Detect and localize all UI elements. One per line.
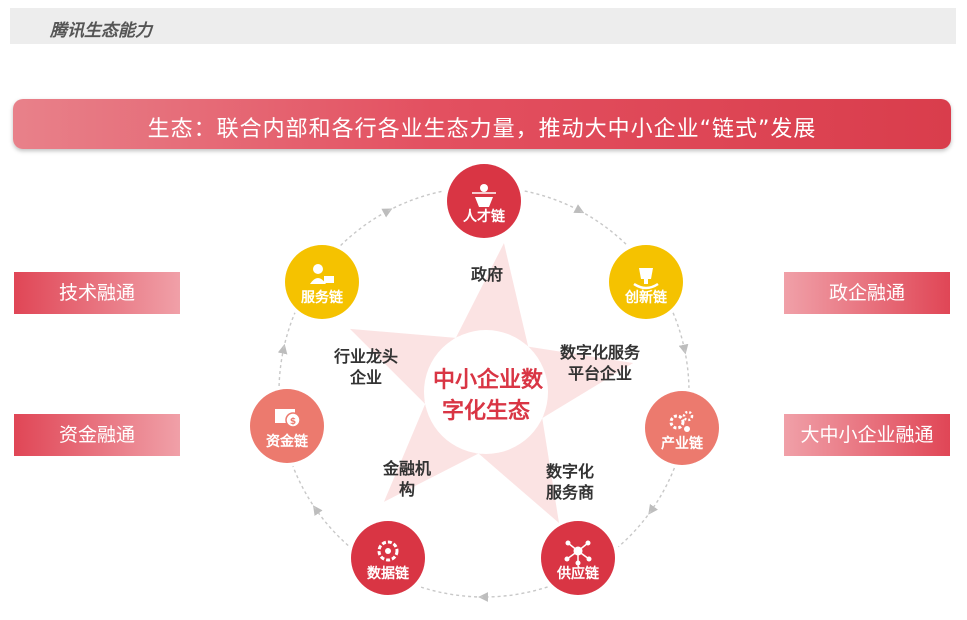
star-label-line: 行业龙头 [333,347,398,366]
node-label: 数据链 [367,565,410,582]
node-label: 创新链 [624,289,668,306]
service-person-icon [310,264,334,284]
data-gear-icon [377,540,399,562]
ring-arc [313,505,349,547]
chain-node: 创新链 [607,243,685,321]
left-label-tech: 技术融通 [14,272,180,314]
chain-node: 服务链 [283,243,361,321]
ring-arc [292,466,317,510]
chain-node: 数据链 [349,519,427,597]
star-label-line: 平台企业 [568,364,632,383]
node-circle [645,391,719,465]
header-bar: 腾讯生态能力 [10,8,956,44]
chain-node: 供应链 [539,519,617,597]
star-label-line: 数字化 [546,462,594,481]
center-line-1: 中小企业数 [433,367,544,393]
star-label-line: 金融机 [382,459,431,478]
center-label: 中小企业数 字化生态 [433,367,544,424]
ring-arc [579,210,628,246]
ring-arc [277,343,288,387]
star-shape [349,243,634,524]
chain-node: $ 资金链 [248,387,326,465]
star-label-line: 企业 [349,368,382,387]
ecosystem-banner: 生态：联合内部和各行各业生态力量，推动大中小企业“链式”发展 [13,99,951,149]
chain-node: 产业链 [643,389,721,467]
cycle-ring [277,190,690,602]
right-label-enterprise: 大中小企业融通 [784,414,950,456]
ring-arc [617,510,652,548]
right-label-gov: 政企融通 [784,272,950,314]
network-icon [564,540,592,566]
node-circle [250,389,324,463]
money-icon: $ [275,409,301,428]
star-center [424,330,548,454]
banner-text: 生态：联合内部和各行各业生态力量，推动大中小企业“链式”发展 [147,117,817,142]
center-line-2: 字化生态 [442,398,530,424]
node-label: 资金链 [266,433,309,450]
star-label-line: 数字化服务 [560,343,641,362]
ring-arc [672,312,689,355]
chain-node: 人才链 [445,162,523,240]
svg-text:$: $ [290,417,296,427]
star-label-line: 构 [399,480,415,499]
ring-arc [683,349,690,388]
star-label-line: 服务商 [546,483,594,502]
ring-arc [648,467,676,515]
talent-icon [472,184,496,207]
star-label-line: 政府 [471,265,503,284]
node-label: 供应链 [556,565,600,582]
node-label: 产业链 [661,435,704,452]
ring-arc [387,190,444,212]
node-label: 人才链 [463,208,506,225]
ring-arc [418,585,484,598]
node-label: 服务链 [301,289,344,306]
ring-arc [524,190,585,214]
ring-arc [282,312,296,349]
ring-arc [340,208,393,246]
left-label-capital: 资金融通 [14,414,180,456]
header-title: 腾讯生态能力 [50,21,152,41]
trophy-icon [633,268,659,290]
node-circle [351,521,425,595]
ring-arc [478,586,548,602]
gears-icon [669,410,694,432]
